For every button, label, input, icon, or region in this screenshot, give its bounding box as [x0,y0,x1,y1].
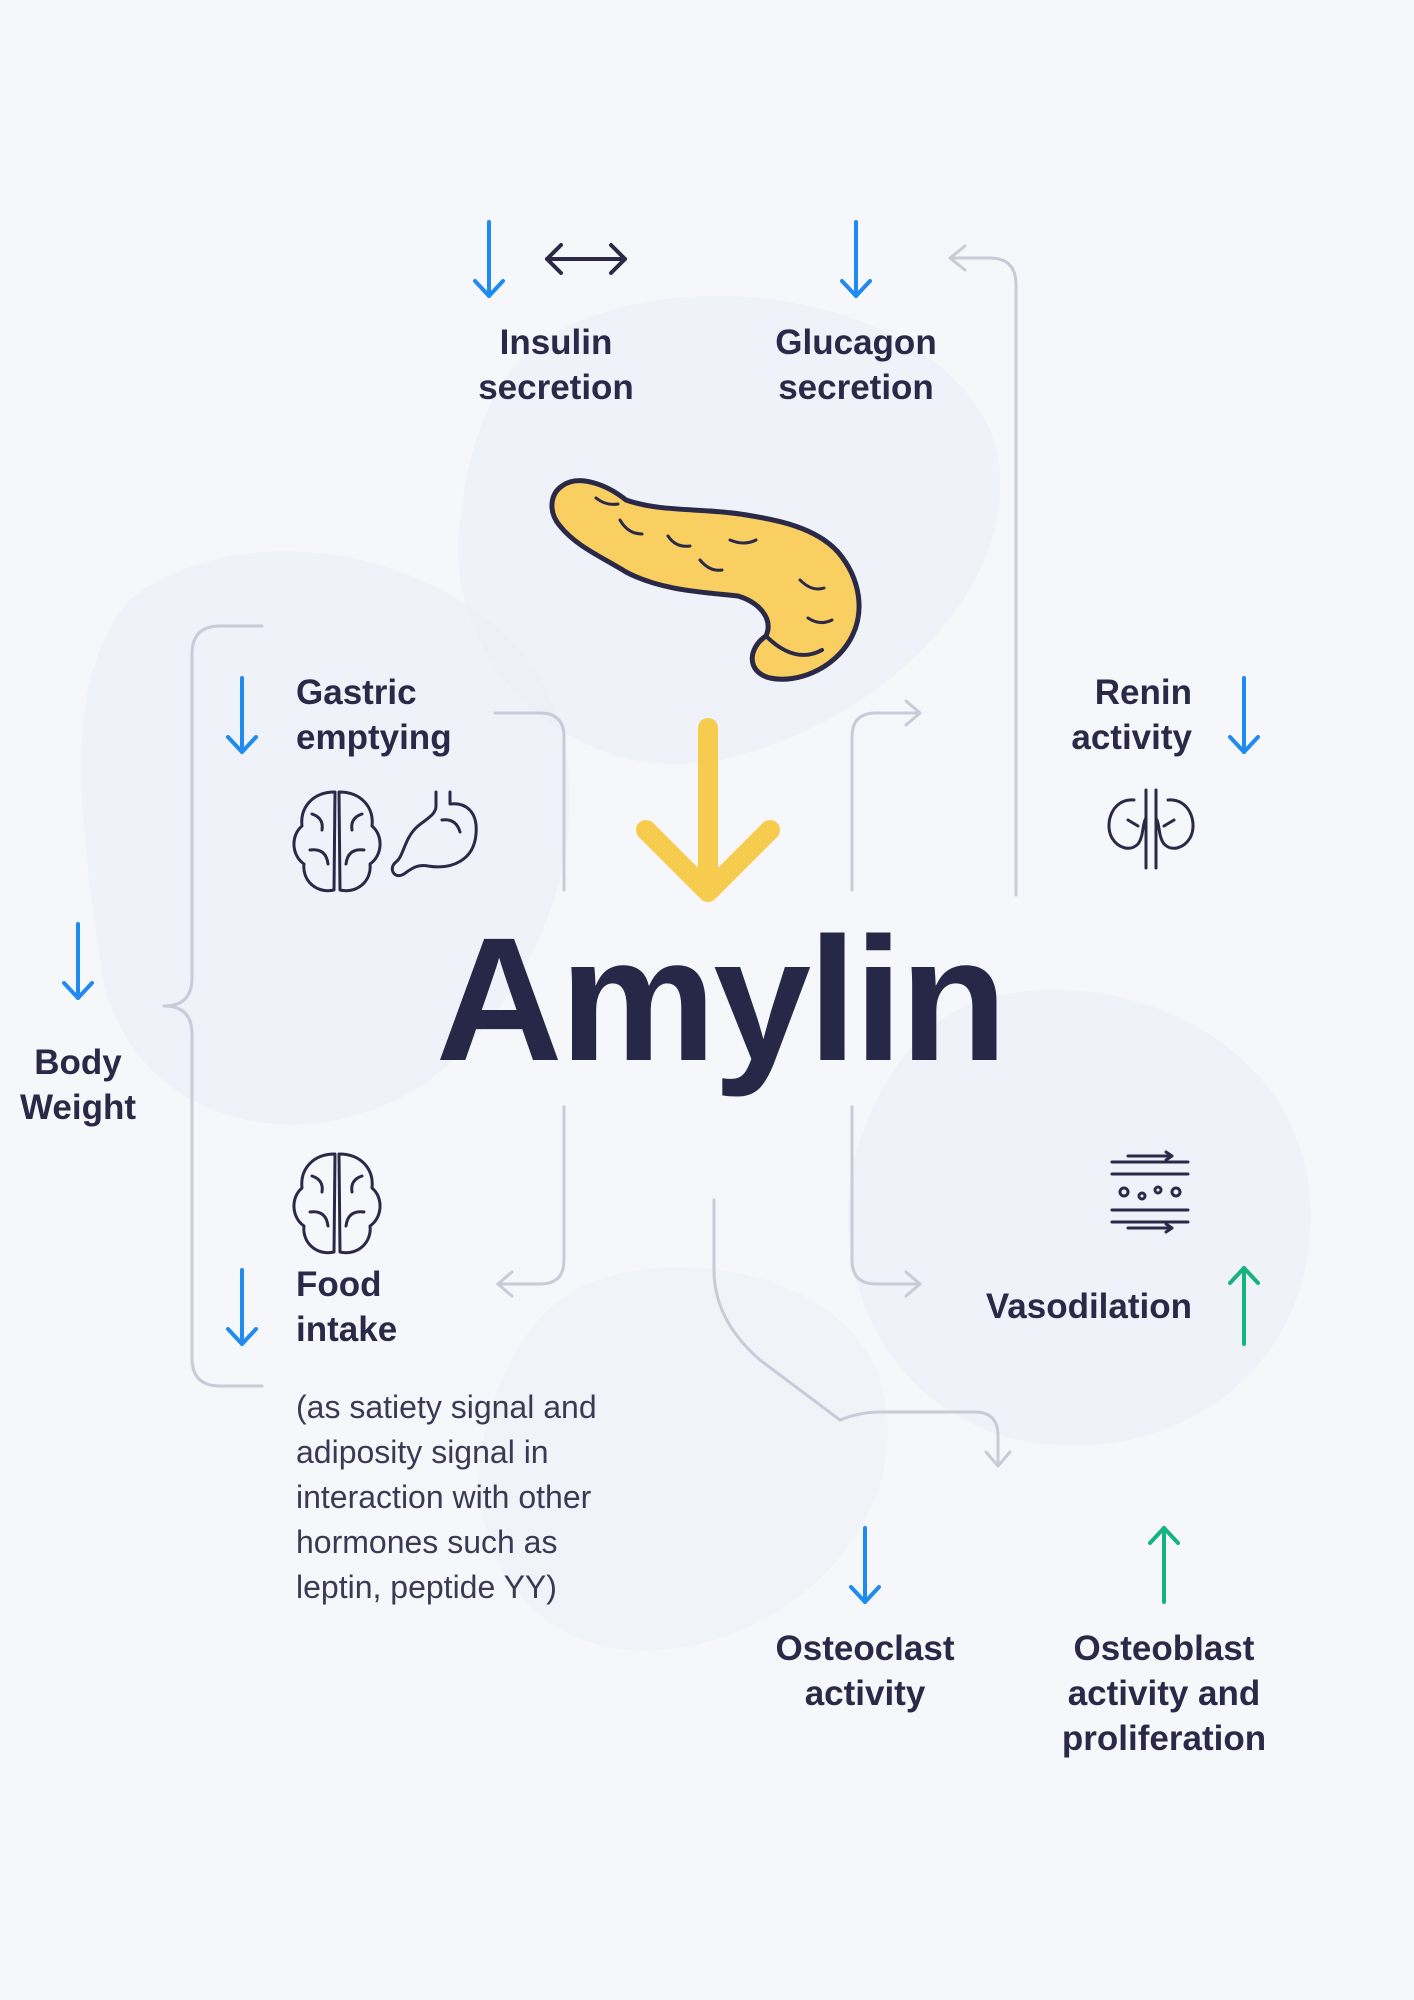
vasodilation-label: Vasodilation [985,1287,1192,1326]
background-blob-right [847,989,1311,1446]
glucagon-feedback-line [948,256,1018,897]
vasodilation-connector-arrowhead [904,1270,922,1298]
glucagon-decrease-arrow-icon [840,220,872,298]
brain-icon-food-intake [292,1152,382,1255]
gastric-decrease-arrow-icon [226,676,258,754]
stomach-icon [390,790,478,877]
blood-vessel-icon [1110,1150,1190,1234]
gastric-emptying-label: Gastric emptying [296,673,452,757]
background-blob-left [81,551,571,1125]
gastric-connector [493,711,566,892]
background-blob-bottom [479,1267,888,1651]
glucagon-secretion-label: Glucagon secretion [775,323,937,407]
food-intake-decrease-arrow-icon [226,1268,258,1346]
osteoblast-increase-arrow-icon [1148,1526,1180,1604]
body-weight-bracket [162,624,264,1388]
kidney-icon [1107,788,1195,870]
vasodilation-connector [850,1105,922,1286]
osteoclast-activity-label: Osteoclast activity [775,1629,955,1713]
insulin-decrease-arrow-icon [473,220,505,298]
vasodilation-increase-arrow-icon [1228,1266,1260,1346]
food-intake-note: (as satiety signal and adiposity signal … [296,1389,597,1605]
osteoclast-decrease-arrow-icon [849,1526,881,1604]
glucagon-feedback-arrowhead [948,244,967,272]
renin-activity-label: Renin activity [1071,673,1192,757]
renin-connector-arrowhead [904,699,922,727]
insulin-secretion-label: Insulin secretion [478,323,634,407]
food-intake-label: Food intake [296,1265,398,1349]
pancreas-icon [549,478,862,682]
bone-connector-arrowhead [984,1450,1012,1468]
bone-connector [712,1198,1000,1467]
osteoblast-activity-label: Osteoblast activity and proliferation [1061,1629,1267,1758]
insulin-no-change-arrow-icon [545,243,627,275]
main-down-arrow-icon [636,718,780,902]
renin-connector [850,711,922,892]
amylin-title: Amylin [435,902,1008,1098]
food-intake-connector-arrowhead [496,1270,514,1298]
renin-decrease-arrow-icon [1228,676,1260,754]
body-weight-label: Body Weight [19,1043,136,1127]
body-weight-decrease-arrow-icon [62,922,94,1000]
food-intake-connector [496,1105,566,1286]
brain-icon [292,790,382,893]
